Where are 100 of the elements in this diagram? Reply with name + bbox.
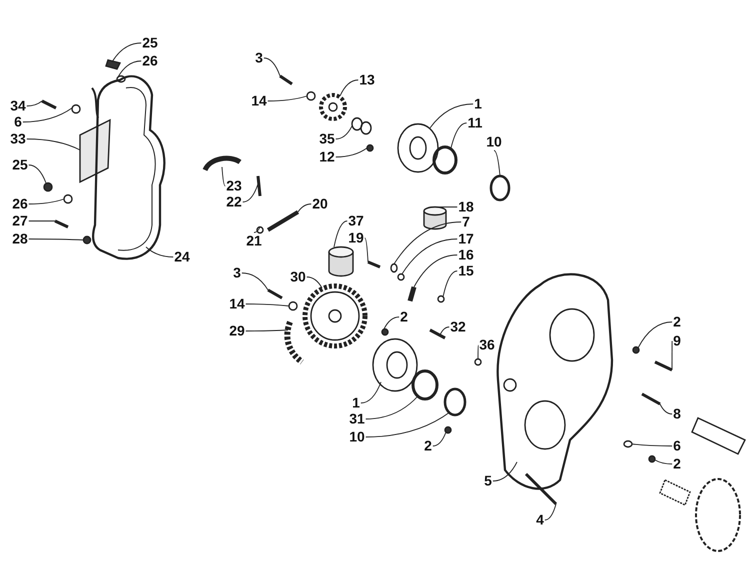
callout-number: 3: [233, 266, 241, 280]
leader-line: [335, 126, 352, 140]
leader-line: [660, 404, 673, 414]
callout-number: 23: [226, 178, 242, 194]
leader-line: [245, 330, 288, 332]
callout-number: 25: [12, 158, 28, 172]
leader-line: [28, 164, 46, 184]
leader-line: [478, 344, 479, 360]
callout-number: 34: [10, 98, 26, 114]
gear: [302, 284, 368, 348]
leader-line: [364, 238, 368, 262]
callout-number: 26: [142, 54, 158, 68]
washer: [71, 104, 81, 114]
callout-number: 24: [174, 250, 190, 264]
callout-number: 30: [290, 270, 306, 284]
washer: [390, 263, 398, 273]
leader-line: [335, 148, 368, 158]
leader-line: [298, 204, 312, 212]
leader-line: [360, 382, 382, 404]
hex-nut: [366, 144, 374, 152]
leader-line: [384, 316, 400, 330]
hex-nut: [105, 59, 122, 70]
callout-number: 19: [348, 230, 364, 246]
callout-number: 4: [536, 512, 544, 528]
leader-line: [654, 460, 673, 464]
callout-number: 33: [10, 132, 26, 146]
bolt: [641, 392, 661, 406]
cotter-pin: [256, 176, 262, 196]
callout-number: 26: [12, 196, 28, 212]
callout-number: 16: [458, 248, 474, 262]
callout-number: 28: [12, 232, 28, 246]
callout-number: 25: [142, 36, 158, 50]
callout-number: 31: [349, 412, 365, 426]
callout-number: 32: [450, 320, 466, 334]
washer: [623, 440, 633, 448]
stud: [429, 328, 446, 340]
leader-line: [26, 100, 42, 106]
callout-number: 36: [479, 338, 495, 352]
ball-bearing: [412, 370, 438, 400]
tensioner-wheel: [328, 246, 354, 277]
leader-line: [492, 462, 518, 482]
leader-line: [241, 272, 268, 290]
callout-number: 9: [673, 334, 681, 348]
callout-number: 11: [468, 116, 482, 130]
leader-line: [340, 80, 359, 96]
callout-number: 1: [352, 396, 360, 410]
leader-line: [222, 166, 226, 186]
hex-nut: [474, 358, 482, 366]
callout-number: 20: [312, 196, 328, 212]
tensioner-block: [423, 206, 447, 230]
callout-number: 17: [458, 232, 474, 246]
bearing-flange: [397, 123, 439, 173]
leader-line: [544, 504, 556, 520]
chaincase-cover: [92, 75, 166, 260]
leader-line: [28, 238, 84, 240]
leader-line: [440, 326, 450, 336]
hex-nut: [648, 455, 656, 463]
callout-number: 2: [673, 456, 681, 472]
chain: [284, 321, 304, 364]
callout-number: 27: [12, 214, 28, 228]
leader-line: [450, 122, 468, 148]
callout-number: 10: [349, 430, 365, 444]
callout-number: 2: [424, 438, 432, 454]
washer: [116, 75, 126, 83]
leader-line: [112, 42, 142, 62]
leader-line: [432, 432, 446, 446]
leader-line: [146, 246, 174, 258]
washer: [397, 273, 405, 281]
callout-number: 15: [458, 264, 474, 278]
hex-nut: [444, 426, 452, 434]
leader-line: [267, 96, 308, 102]
leader-line: [26, 138, 80, 150]
leader-line: [365, 396, 418, 420]
leader-line: [242, 184, 258, 202]
callout-number: 35: [319, 132, 335, 146]
leader-line: [263, 58, 280, 76]
washer: [306, 91, 316, 101]
callout-number: 18: [458, 200, 474, 214]
callout-number: 2: [673, 314, 681, 330]
callout-number: 29: [229, 324, 245, 338]
washer: [63, 194, 73, 204]
key: [408, 286, 416, 302]
leader-line: [442, 270, 458, 298]
spacer: [351, 117, 372, 135]
retaining-ring: [444, 388, 466, 416]
chaincase-housing: [496, 273, 614, 490]
leader-line: [254, 226, 260, 233]
leader-line: [22, 108, 72, 122]
leader-line: [430, 104, 474, 128]
hex-nut: [43, 182, 53, 192]
callout-number: 22: [226, 194, 242, 210]
callout-number: 14: [229, 296, 245, 312]
bolt: [54, 220, 69, 228]
callout-number: 13: [359, 72, 375, 88]
leader-line: [118, 60, 142, 78]
leader-line: [334, 220, 348, 248]
callout-number: 12: [319, 150, 335, 164]
leader-line: [28, 220, 56, 222]
bearing-flange: [372, 338, 418, 392]
callout-number: 5: [484, 474, 492, 488]
